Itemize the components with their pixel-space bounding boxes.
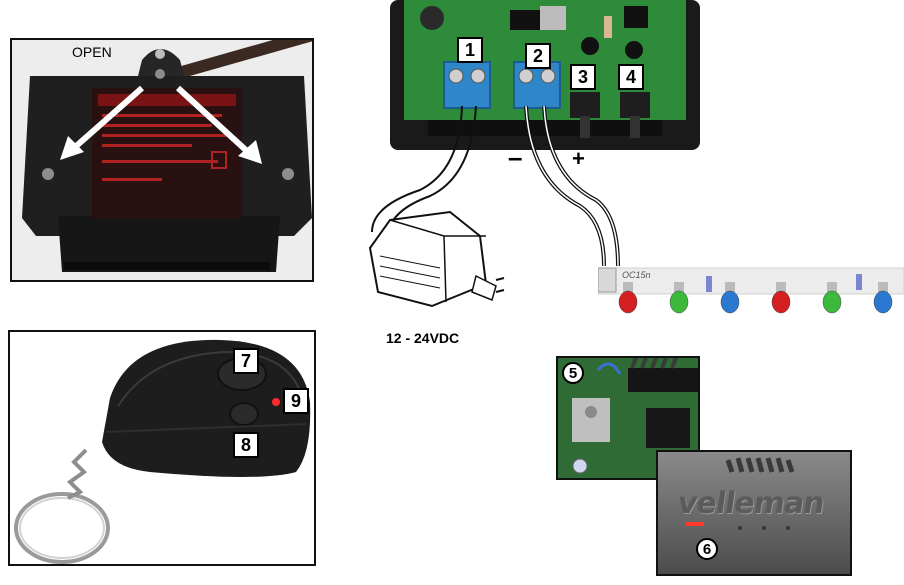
led-base	[725, 282, 735, 296]
callout-5: 5	[562, 362, 584, 384]
pcb-assembly: 1 2 3 4	[390, 0, 700, 160]
led-base	[623, 282, 633, 296]
board-detail-photo: 5	[556, 356, 700, 480]
status-led-photo: velleman 6	[656, 450, 852, 576]
case-open-illustration	[22, 40, 312, 272]
led-diode	[669, 290, 689, 314]
output-minus-label: –	[508, 142, 523, 172]
led-base	[878, 282, 888, 296]
callout-9: 9	[283, 388, 309, 414]
led-strip-board-code: OC15n	[622, 270, 651, 280]
led-base	[674, 282, 684, 296]
pcb-illustration	[390, 0, 700, 150]
led-diode	[720, 290, 740, 314]
open-label: OPEN	[72, 44, 112, 60]
led-diode	[822, 290, 842, 314]
board-detail-illustration	[558, 358, 698, 478]
status-led-illustration	[658, 452, 850, 574]
callout-2: 2	[525, 43, 551, 69]
callout-3: 3	[570, 64, 596, 90]
led-diode	[771, 290, 791, 314]
output-plus-label: +	[572, 146, 585, 171]
led-base	[827, 282, 837, 296]
callout-8: 8	[233, 432, 259, 458]
remote-illustration	[14, 339, 311, 564]
led-diode	[618, 290, 638, 314]
case-open-photo: OPEN	[10, 38, 314, 282]
brand-logo: velleman	[675, 486, 827, 521]
callout-1: 1	[457, 37, 483, 63]
remote-led	[272, 398, 280, 406]
callout-6: 6	[696, 538, 718, 560]
voltage-label: 12 - 24VDC	[386, 330, 460, 346]
callout-7: 7	[233, 348, 259, 374]
callout-4: 4	[618, 64, 644, 90]
led-diode	[873, 290, 893, 314]
led-base	[776, 282, 786, 296]
led-strip: OC15n	[598, 262, 904, 320]
remote-photo: 7 9 8	[8, 330, 316, 566]
led-strip-illustration	[598, 267, 904, 314]
